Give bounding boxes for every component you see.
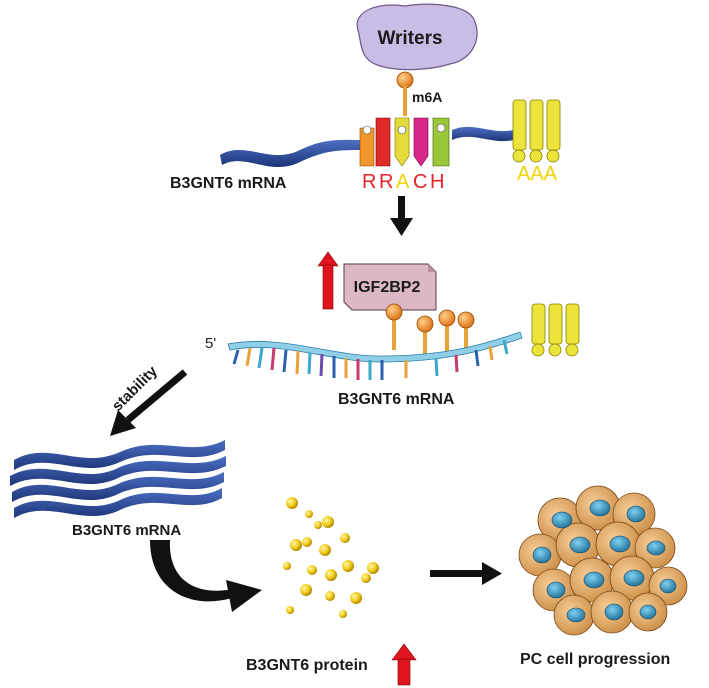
up-arrow-reader <box>317 251 339 310</box>
outcome-label: PC cell progression <box>520 651 670 668</box>
mrna-stack <box>10 440 226 518</box>
writers-label: Writers <box>377 28 442 49</box>
nucleotide-h <box>432 117 450 167</box>
igf2bp2-label: IGF2BP2 <box>354 279 421 296</box>
mrna-label-middle: B3GNT6 mRNA <box>338 391 455 408</box>
mrna-label-top: B3GNT6 mRNA <box>170 175 287 192</box>
m6a-stalk <box>403 86 407 116</box>
mrna-bases-middle <box>232 339 509 380</box>
rrach-motif-blocks <box>359 117 450 167</box>
right-arrow <box>430 562 502 585</box>
motif-letter-h: H <box>430 171 444 193</box>
mrna-backbone-middle <box>227 331 523 363</box>
protein-label: B3GNT6 protein <box>246 657 368 674</box>
m6a-label: m6A <box>412 89 442 105</box>
five-prime-label: 5' <box>205 335 216 352</box>
nucleotide-a <box>394 117 410 167</box>
mrna-ribbon-top-right <box>452 126 520 142</box>
poly-a-tail-middle <box>531 303 580 357</box>
poly-a-tail-top <box>512 99 561 163</box>
mrna-ribbon-top-left <box>220 139 362 167</box>
poly-a-label-top: AAA <box>517 163 558 185</box>
stability-label: stability <box>109 362 162 415</box>
up-arrow-protein <box>391 643 417 686</box>
motif-letter-c: C <box>413 171 427 193</box>
stability-arrow <box>110 369 188 436</box>
nucleotide-r2 <box>375 117 391 167</box>
writers-complex <box>356 3 478 71</box>
motif-letter-r2: R <box>379 171 393 193</box>
motif-letter-r1: R <box>362 171 376 193</box>
motif-letter-a: A <box>396 171 410 193</box>
cell-nuclei <box>532 499 677 623</box>
curved-arrow <box>150 540 262 612</box>
m6a-lollipops <box>385 303 475 354</box>
protein-particles <box>283 497 379 618</box>
writer-m6a-ball <box>396 71 414 89</box>
mrna-label-stack: B3GNT6 mRNA <box>72 522 181 539</box>
nucleotide-c <box>413 117 429 167</box>
down-arrow <box>390 196 413 236</box>
